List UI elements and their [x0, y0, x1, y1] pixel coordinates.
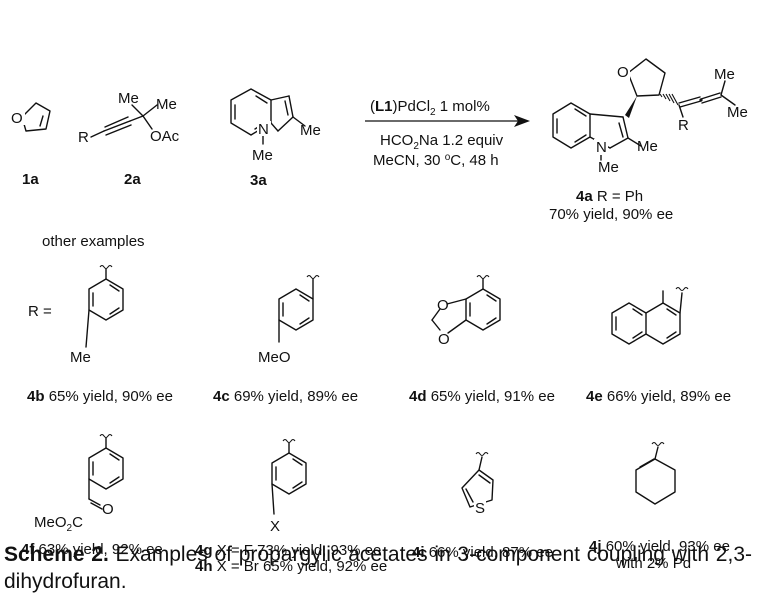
example-4b-result: 4b 65% yield, 90% ee	[27, 388, 173, 405]
halogen-x-label: X	[270, 518, 280, 535]
structure-4c: MeO	[258, 274, 320, 366]
r-equals-label: R =	[28, 303, 52, 320]
solvent-condition: MeCN, 30 oC, 48 h	[373, 152, 499, 169]
structure-1a: O	[11, 102, 51, 132]
caption-text: Examples of propargylic acetates in 3-co…	[4, 543, 752, 593]
methyl-label: Me	[156, 96, 177, 113]
example-4g-result: 4g X = F 73% yield, 93% ee	[195, 542, 381, 559]
methyl-label: Me	[727, 104, 748, 121]
structure-4a: O Me Me R N	[552, 58, 748, 176]
example-4c-result: 4c 69% yield, 89% ee	[213, 388, 358, 405]
example-4j-note: with 2% Pd	[615, 555, 691, 572]
methyl-label: Me	[714, 66, 735, 83]
structure-4f: O MeO2C	[34, 433, 124, 534]
methyl-label: Me	[637, 138, 658, 155]
structure-4j	[635, 441, 676, 505]
example-4j-result: 4j 60% yield, 93% ee	[589, 538, 730, 555]
example-4i-result: 4i 66% yield, 87% ee	[412, 544, 553, 561]
reagent-condition: HCO2Na 1.2 equiv	[380, 132, 504, 152]
oxygen-label: O	[437, 297, 449, 314]
oxygen-label: O	[438, 331, 450, 348]
structure-4b: Me	[70, 264, 124, 366]
oxygen-label: O	[617, 64, 629, 81]
methyl-label: Me	[70, 349, 91, 366]
r-group-label: R	[78, 129, 89, 146]
nitrogen-label: N	[596, 139, 607, 156]
example-4d-result: 4d 65% yield, 91% ee	[409, 388, 555, 405]
n-methyl-label: Me	[252, 147, 273, 164]
structure-4i: S	[461, 451, 494, 517]
arrow-head	[514, 115, 530, 127]
methyl-label: Me	[118, 90, 139, 107]
n-methyl-label: Me	[598, 159, 619, 176]
product-4a-result: 70% yield, 90% ee	[549, 206, 673, 223]
catalyst-condition: (L1)PdCl2 1 mol%	[370, 98, 490, 118]
sulfur-label: S	[475, 500, 485, 517]
methoxy-label: MeO	[258, 349, 291, 366]
structure-2a: R Me Me OAc	[78, 90, 180, 146]
compound-label-3a: 3a	[250, 172, 267, 189]
scheme-caption: Scheme 2. Examples of propargylic acetat…	[4, 541, 752, 595]
r-group-label: R	[678, 117, 689, 134]
oxygen-label: O	[11, 110, 23, 127]
example-4h-result: 4h X = Br 65% yield, 92% ee	[195, 558, 387, 575]
oxygen-label: O	[102, 501, 114, 518]
other-examples-label: other examples	[42, 233, 145, 250]
compound-label-1a: 1a	[22, 171, 39, 188]
caption-label: Scheme 2.	[4, 543, 109, 566]
methyl-label: Me	[300, 122, 321, 139]
structure-3a: N Me Me	[230, 88, 321, 164]
nitrogen-label: N	[258, 121, 269, 138]
structure-4d: O O	[431, 274, 501, 348]
compound-label-2a: 2a	[124, 171, 141, 188]
example-4e-result: 4e 66% yield, 89% ee	[586, 388, 731, 405]
ester-label: MeO2C	[34, 514, 83, 534]
acetate-label: OAc	[150, 128, 180, 145]
product-4a-label: 4a R = Ph	[576, 188, 643, 205]
example-4f-result: 4f 63% yield, 92% ee	[21, 541, 163, 558]
structure-4e	[611, 286, 689, 345]
structure-4g-4h: X	[270, 438, 307, 535]
